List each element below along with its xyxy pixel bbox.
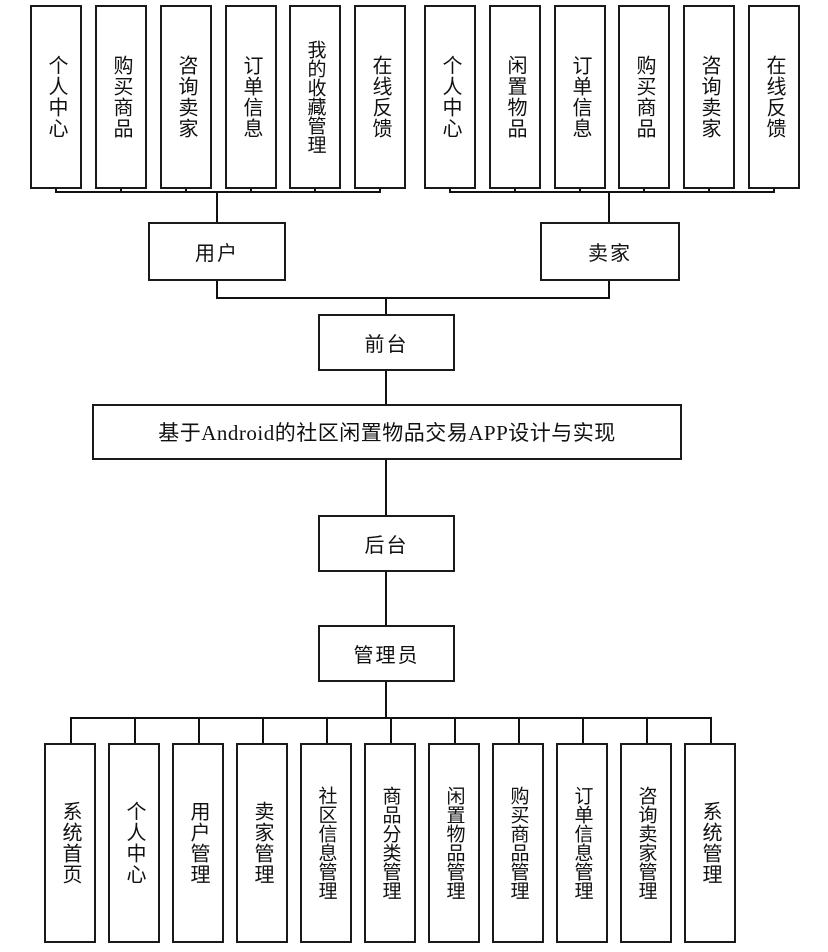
seller-function-label: 购买商品 (633, 55, 655, 139)
user-function-box-3[interactable]: 订单信息 (225, 5, 277, 189)
seller-role-label: 卖家 (588, 243, 632, 265)
admin-role-label: 管理员 (353, 645, 420, 667)
connector-admin-drop-3 (262, 717, 264, 745)
admin-function-label: 社区信息管理 (315, 786, 337, 900)
admin-role-box[interactable]: 管理员 (318, 625, 455, 682)
admin-function-box-2[interactable]: 用户管理 (172, 743, 224, 943)
connector-seller-bus (449, 191, 775, 193)
user-function-label: 个人中心 (45, 55, 67, 139)
user-role-label: 用户 (195, 243, 239, 265)
connector-admin-drop-2 (198, 717, 200, 745)
connector-frontend-to-title (385, 371, 387, 406)
connector-admin-drop-6 (454, 717, 456, 745)
connector-admin-drop-10 (710, 717, 712, 745)
user-function-box-5[interactable]: 在线反馈 (354, 5, 406, 189)
seller-role-box[interactable]: 卖家 (540, 222, 680, 281)
seller-function-box-5[interactable]: 在线反馈 (748, 5, 800, 189)
user-function-box-0[interactable]: 个人中心 (30, 5, 82, 189)
admin-function-box-10[interactable]: 系统管理 (684, 743, 736, 943)
admin-function-label: 闲置物品管理 (443, 786, 465, 900)
backend-box[interactable]: 后台 (318, 515, 455, 572)
admin-function-label: 系统管理 (699, 801, 721, 885)
admin-function-box-7[interactable]: 购买商品管理 (492, 743, 544, 943)
admin-function-label: 系统首页 (59, 801, 81, 885)
admin-function-label: 个人中心 (123, 801, 145, 885)
connector-admin-drop-8 (582, 717, 584, 745)
admin-function-box-4[interactable]: 社区信息管理 (300, 743, 352, 943)
connector-roles-to-frontend (385, 297, 387, 316)
admin-function-box-1[interactable]: 个人中心 (108, 743, 160, 943)
connector-admin-drop-1 (134, 717, 136, 745)
connector-admin-drop-5 (390, 717, 392, 745)
admin-function-label: 商品分类管理 (379, 786, 401, 900)
admin-function-box-0[interactable]: 系统首页 (44, 743, 96, 943)
backend-label: 后台 (364, 535, 409, 557)
frontend-box[interactable]: 前台 (318, 314, 455, 371)
user-function-box-2[interactable]: 咨询卖家 (160, 5, 212, 189)
admin-function-label: 卖家管理 (251, 801, 273, 885)
admin-function-box-9[interactable]: 咨询卖家管理 (620, 743, 672, 943)
connector-seller-role-drop (608, 281, 610, 299)
frontend-label: 前台 (364, 334, 409, 356)
admin-function-box-5[interactable]: 商品分类管理 (364, 743, 416, 943)
seller-function-box-3[interactable]: 购买商品 (618, 5, 670, 189)
user-function-label: 购买商品 (110, 55, 132, 139)
seller-function-label: 闲置物品 (504, 55, 526, 139)
admin-function-box-6[interactable]: 闲置物品管理 (428, 743, 480, 943)
admin-function-box-8[interactable]: 订单信息管理 (556, 743, 608, 943)
project-title-label: 基于Android的社区闲置物品交易APP设计与实现 (158, 421, 616, 445)
connector-admin-drop-7 (518, 717, 520, 745)
connector-roles-bus (216, 297, 610, 299)
seller-function-label: 个人中心 (439, 55, 461, 139)
seller-function-label: 订单信息 (569, 55, 591, 139)
project-title-box: 基于Android的社区闲置物品交易APP设计与实现 (92, 404, 682, 460)
seller-function-label: 咨询卖家 (698, 55, 720, 139)
seller-function-box-4[interactable]: 咨询卖家 (683, 5, 735, 189)
admin-function-label: 咨询卖家管理 (635, 786, 657, 900)
connector-title-to-backend (385, 460, 387, 516)
admin-function-label: 购买商品管理 (507, 786, 529, 900)
connector-user-role-drop (216, 281, 218, 299)
user-function-box-1[interactable]: 购买商品 (95, 5, 147, 189)
user-role-box[interactable]: 用户 (148, 222, 286, 281)
user-function-label: 我的收藏管理 (304, 40, 326, 154)
user-function-label: 订单信息 (240, 55, 262, 139)
connector-backend-to-admin (385, 572, 387, 626)
admin-function-label: 订单信息管理 (571, 786, 593, 900)
connector-user-bus-to-user (216, 191, 218, 224)
connector-admin-drop-0 (70, 717, 72, 745)
user-function-box-4[interactable]: 我的收藏管理 (289, 5, 341, 189)
user-function-label: 咨询卖家 (175, 55, 197, 139)
connector-user-bus (55, 191, 381, 193)
seller-function-box-2[interactable]: 订单信息 (554, 5, 606, 189)
connector-admin-drop-4 (326, 717, 328, 745)
connector-admin-to-bus (385, 682, 387, 718)
seller-function-box-0[interactable]: 个人中心 (424, 5, 476, 189)
admin-function-label: 用户管理 (187, 801, 209, 885)
admin-function-box-3[interactable]: 卖家管理 (236, 743, 288, 943)
seller-function-label: 在线反馈 (763, 55, 785, 139)
connector-admin-drop-9 (646, 717, 648, 745)
user-function-label: 在线反馈 (369, 55, 391, 139)
seller-function-box-1[interactable]: 闲置物品 (489, 5, 541, 189)
connector-seller-bus-to-seller (608, 191, 610, 224)
